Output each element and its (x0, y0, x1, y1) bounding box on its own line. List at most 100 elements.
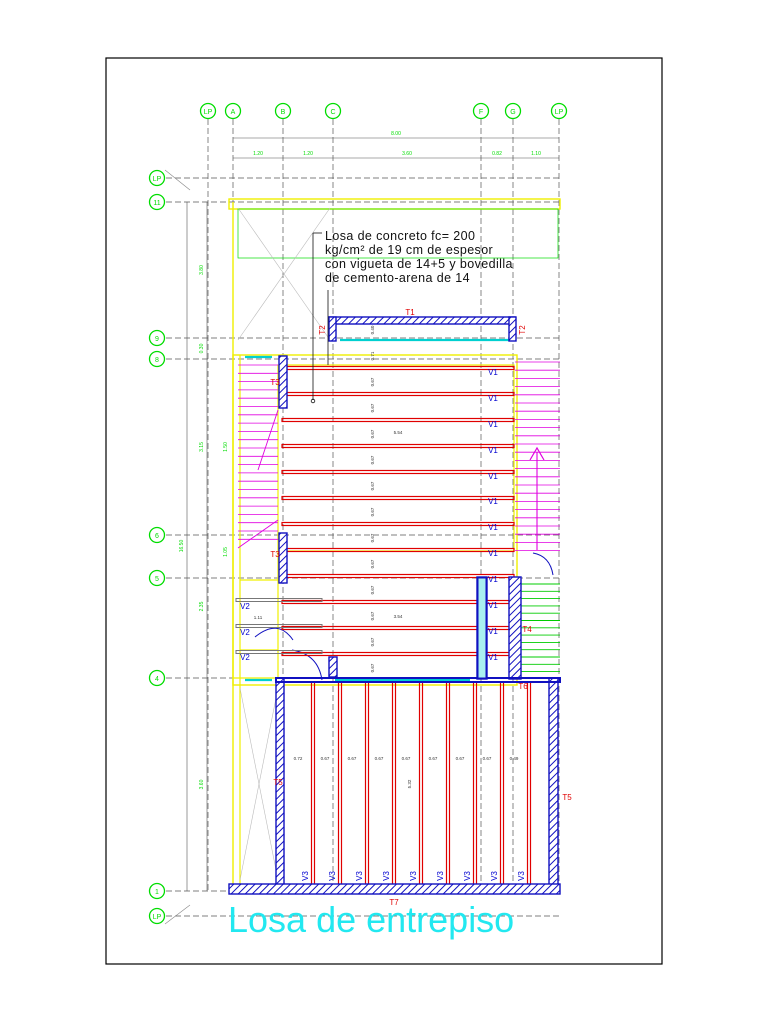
axis-label: LP (555, 109, 564, 116)
axis-label: B (281, 109, 286, 116)
vigueta-label-v3: V3 (490, 871, 499, 881)
door-swing (532, 552, 554, 576)
axis-bubble (199, 102, 217, 120)
span-text: 5.54 (394, 430, 403, 435)
note-line: kg/cm² de 19 cm de espesor (325, 243, 494, 257)
spacing-text: 0.49 (510, 756, 519, 761)
axis-label: 1 (155, 889, 159, 896)
dimension-text: 3.15 (199, 442, 205, 452)
vigueta-label-v2: V2 (240, 602, 250, 611)
vigueta-label-v1: V1 (488, 368, 498, 377)
trabe-t2-right (508, 316, 517, 342)
vigueta-label-v3: V3 (409, 871, 418, 881)
axis-bubble (224, 102, 242, 120)
spacing-text: 0.67 (321, 756, 330, 761)
axis-label: LP (153, 914, 162, 921)
axis-label: 4 (155, 676, 159, 683)
spacing-text: 0.67 (370, 429, 375, 438)
spacing-text: 0.67 (370, 585, 375, 594)
trabe-label: T6 (518, 682, 528, 691)
grid-diagonal (164, 904, 191, 925)
drawing-title: Losa de entrepiso (228, 899, 515, 940)
spacing-text: 0.72 (294, 756, 303, 761)
dimension-text: 3.60 (402, 151, 412, 157)
vigueta-short (235, 650, 323, 654)
stair-arrow (237, 519, 279, 549)
trabe-label: T2 (318, 325, 327, 335)
trabe-label: T3 (270, 378, 280, 387)
spacing-text: 0.40 (370, 325, 375, 334)
slab-outline (228, 198, 561, 210)
vigueta-lower (445, 681, 451, 889)
spacing-text: 0.67 (370, 377, 375, 386)
spacing-text: 0.67 (370, 611, 375, 620)
vigueta-label-v3: V3 (436, 871, 445, 881)
vigueta-label-v3: V3 (328, 871, 337, 881)
vigueta-upper (281, 495, 515, 501)
spacing-text: 0.67 (370, 455, 375, 464)
dimension-text: 16.50 (179, 540, 185, 553)
vigueta-lower (310, 681, 316, 889)
trabe-t2-left (328, 316, 337, 342)
dimension-text: 1.05 (223, 547, 229, 557)
vigueta-upper (281, 443, 515, 449)
vigueta-upper (281, 521, 515, 527)
axis-bubble (550, 102, 568, 120)
vigueta-upper (281, 365, 515, 371)
axis-label: 5 (155, 576, 159, 583)
spacing-text: 0.67 (370, 533, 375, 542)
axis-bubble (148, 350, 166, 368)
spacing-text: 0.67 (370, 481, 375, 490)
dimension-text: 1.20 (303, 151, 313, 157)
spacing-text: 0.67 (370, 559, 375, 568)
column-small (328, 656, 338, 678)
trabe-label: T3 (270, 550, 280, 559)
note-leader-dot (310, 398, 316, 404)
spacing-text: 0.67 (429, 756, 438, 761)
trabe-t1 (328, 316, 516, 325)
spacing-text: 0.67 (348, 756, 357, 761)
axis-bubble (148, 907, 166, 925)
vigueta-lower (337, 681, 343, 889)
trabe-label: T4 (522, 625, 532, 634)
dimension-text: 0.30 (199, 343, 205, 353)
axis-label: 9 (155, 336, 159, 343)
span-text: 1.11 (254, 615, 263, 620)
dimension-text: 1.50 (223, 442, 229, 452)
vigueta-label-v2: V2 (240, 653, 250, 662)
vigueta-upper (281, 469, 515, 475)
vigueta-lower (391, 681, 397, 889)
spacing-text: 0.67 (483, 756, 492, 761)
axis-bubble (148, 569, 166, 587)
axis-label: 6 (155, 533, 159, 540)
trabe-label: T7 (389, 898, 399, 907)
vigueta-label-v2: V2 (240, 628, 250, 637)
window-panel (477, 577, 487, 679)
vigueta-label-v1: V1 (488, 575, 498, 584)
trabe-t5-right (548, 677, 559, 893)
span-text: 5.32 (407, 779, 412, 788)
void-outline (237, 208, 559, 259)
vigueta-label-v3: V3 (355, 871, 364, 881)
dimension-text: 2.35 (199, 601, 205, 611)
vigueta-lower (526, 681, 532, 889)
vigueta-label-v1: V1 (488, 627, 498, 636)
axis-label: 8 (155, 357, 159, 364)
door-swing (254, 627, 294, 641)
vigueta-upper (281, 417, 515, 423)
trabe-label: T1 (405, 308, 415, 317)
axis-label: 11 (153, 200, 160, 207)
vigueta-lower (472, 681, 478, 889)
spacing-text: 0.67 (370, 663, 375, 672)
vigueta-label-v1: V1 (488, 523, 498, 532)
vigueta-upper (281, 547, 515, 553)
spacing-text: 0.67 (456, 756, 465, 761)
spacing-text: 0.67 (370, 637, 375, 646)
trabe-t4 (508, 576, 522, 680)
trabe-t3-lower (278, 532, 288, 584)
vigueta-lower (499, 681, 505, 889)
note-line: con vigueta de 14+5 y bovedilla (325, 257, 513, 271)
vigueta-label-v3: V3 (301, 871, 310, 881)
grid-diagonal (164, 169, 191, 191)
